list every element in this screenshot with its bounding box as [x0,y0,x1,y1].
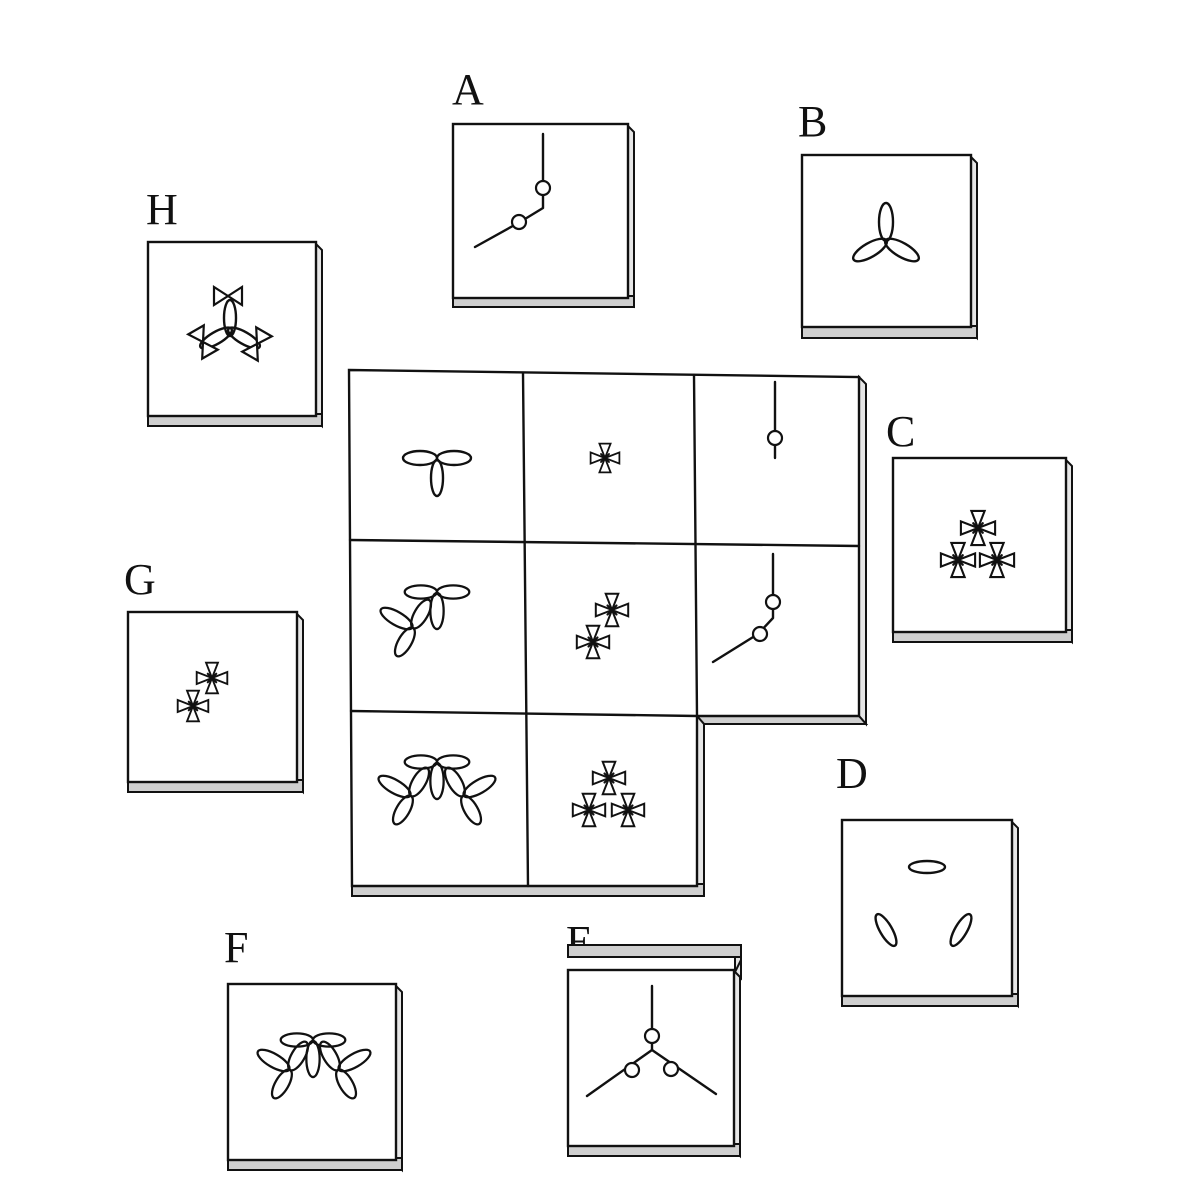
option-a[interactable]: A [451,65,635,309]
option-b-label: B [798,97,827,146]
option-g-label: G [124,555,156,604]
option-b-figure [851,201,921,263]
option-h[interactable]: H [146,185,323,429]
cell-r1c3 [766,380,784,460]
option-c[interactable]: C [886,407,1073,645]
option-a-figure [473,132,552,249]
cell-r1c1 [401,449,473,498]
option-f-label: F [224,923,248,972]
option-a-label: A [452,65,484,114]
option-e-label: E [566,917,593,966]
option-g[interactable]: G [124,555,304,795]
option-e-tile-main[interactable] [566,958,742,1159]
option-d-label: D [836,749,868,798]
option-d-figure [874,859,973,948]
option-h-figure [187,285,273,362]
option-d[interactable]: D [836,749,1019,1009]
cell-r2c3 [711,552,782,664]
option-b[interactable]: B [798,97,978,341]
puzzle-matrix [347,368,869,897]
option-f[interactable]: F [224,923,403,1173]
option-h-label: H [146,185,178,234]
option-c-label: C [886,407,915,456]
option-e-figure [585,984,718,1098]
